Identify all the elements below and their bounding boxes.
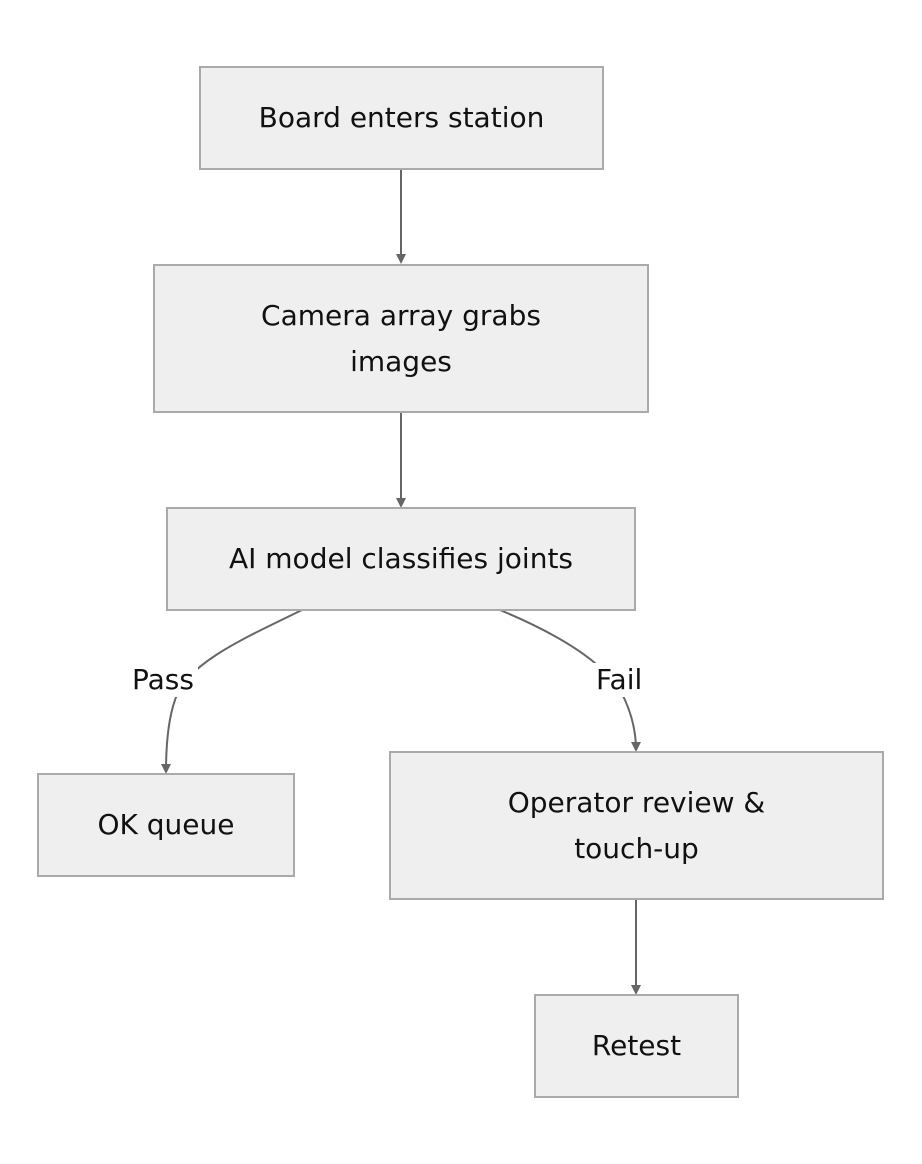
node-camera-array-grabs-images: Camera array grabs images: [153, 264, 649, 413]
node-label-line-2: images: [350, 344, 452, 378]
node-label: AI model classifies joints: [228, 542, 574, 575]
node-ok-queue: OK queue: [37, 773, 295, 877]
node-label-line-1: Operator review &: [507, 785, 766, 819]
node-label: Retest: [591, 1029, 682, 1062]
node-label-line-1: Camera array grabs: [261, 298, 541, 332]
node-label-line-2: touch-up: [574, 831, 699, 865]
node-label: Board enters station: [258, 101, 545, 134]
node-retest: Retest: [534, 994, 739, 1098]
node-label: OK queue: [97, 808, 235, 841]
node-operator-review-touch-up: Operator review & touch-up: [389, 751, 884, 900]
node-board-enters-station: Board enters station: [199, 66, 604, 170]
edge-label-fail: Fail: [592, 663, 647, 697]
node-ai-model-classifies-joints: AI model classifies joints: [166, 507, 636, 611]
edge-label-pass: Pass: [128, 663, 198, 697]
